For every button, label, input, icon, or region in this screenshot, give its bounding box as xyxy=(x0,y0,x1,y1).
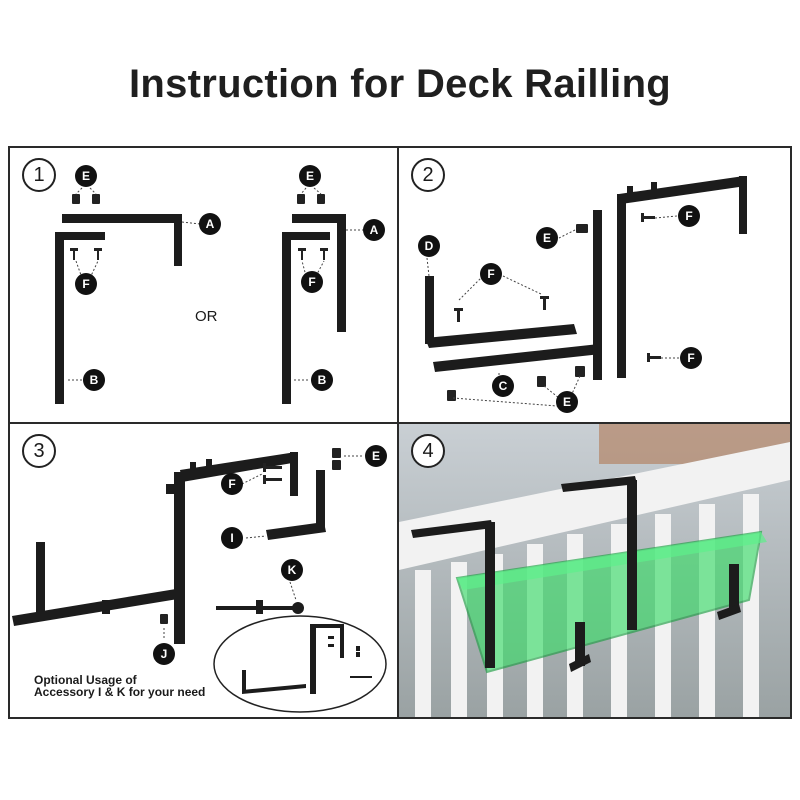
svg-text:E: E xyxy=(82,169,90,183)
svg-text:E: E xyxy=(563,395,571,409)
optional-usage-ellipse xyxy=(213,615,387,713)
label-d: D xyxy=(418,235,440,257)
step-3-illustration: F E I K J xyxy=(12,445,387,713)
optional-usage-note: Optional Usage of Accessory I & K for yo… xyxy=(34,674,205,698)
instruction-grid: 1 xyxy=(8,146,792,719)
assembled-bracket xyxy=(12,452,298,644)
label-e-bottom: E xyxy=(556,391,578,413)
bracket-c xyxy=(433,210,602,380)
label-j: J xyxy=(153,643,175,665)
step-2-panel: 2 xyxy=(399,148,790,424)
svg-text:E: E xyxy=(306,169,314,183)
optional-note-line-1: Optional Usage of xyxy=(34,673,137,687)
label-e-top: E xyxy=(536,227,558,249)
svg-text:C: C xyxy=(499,379,508,393)
step-1-panel: 1 xyxy=(10,148,399,424)
bracket-a-right xyxy=(292,214,346,332)
label-e: E xyxy=(365,445,387,467)
svg-text:J: J xyxy=(161,647,168,661)
label-a-left: A xyxy=(199,213,221,235)
svg-text:F: F xyxy=(308,275,315,289)
bracket-a-left xyxy=(62,214,182,266)
mounted-brackets xyxy=(411,476,741,672)
label-f-right: F xyxy=(301,271,323,293)
svg-text:B: B xyxy=(90,373,99,387)
label-f-left: F xyxy=(75,273,97,295)
svg-text:A: A xyxy=(206,217,215,231)
screws-f-left xyxy=(70,248,102,260)
svg-text:F: F xyxy=(487,267,494,281)
optional-note-line-2: Accessory I & K for your need xyxy=(34,685,206,699)
svg-text:A: A xyxy=(370,223,379,237)
step-number-1: 1 xyxy=(22,158,56,192)
svg-text:F: F xyxy=(685,209,692,223)
svg-text:E: E xyxy=(372,449,380,463)
screws-f xyxy=(263,463,282,484)
step-3-panel: 3 xyxy=(10,424,399,717)
nut-j xyxy=(160,614,168,624)
step-1-illustration: E F A B E F A B xyxy=(55,165,385,404)
svg-text:F: F xyxy=(687,351,694,365)
svg-text:E: E xyxy=(543,231,551,245)
step-2-illustration: D F E F F C E xyxy=(418,176,747,413)
nuts-e-left xyxy=(72,194,100,204)
label-a-right: A xyxy=(363,219,385,241)
label-i: I xyxy=(221,527,243,549)
nuts-e-right xyxy=(297,194,325,204)
nuts-e xyxy=(447,224,588,401)
bracket-b-left xyxy=(55,232,105,404)
svg-text:F: F xyxy=(82,277,89,291)
planter-box xyxy=(455,530,767,674)
step-4-panel: 4 xyxy=(399,424,790,717)
step-number-4: 4 xyxy=(411,434,445,468)
screws-f-right xyxy=(298,248,328,260)
svg-text:D: D xyxy=(425,239,434,253)
label-b-left: B xyxy=(83,369,105,391)
label-e-right: E xyxy=(299,165,321,187)
page-title: Instruction for Deck Railling xyxy=(128,62,672,106)
optional-usage-mini-bracket xyxy=(242,624,372,694)
step-number-3: 3 xyxy=(22,434,56,468)
label-f-top: F xyxy=(480,263,502,285)
label-f-right-top: F xyxy=(678,205,700,227)
svg-text:F: F xyxy=(228,477,235,491)
bracket-i xyxy=(266,470,326,540)
svg-text:B: B xyxy=(318,373,327,387)
screws-f xyxy=(454,213,661,362)
or-text: OR xyxy=(195,308,218,325)
bracket-b-right xyxy=(282,232,330,404)
label-e-left: E xyxy=(75,165,97,187)
rod-k xyxy=(216,600,304,614)
label-k: K xyxy=(281,559,303,581)
step-4-photo xyxy=(399,424,790,717)
label-b-right: B xyxy=(311,369,333,391)
bracket-d xyxy=(425,276,577,348)
step-number-2: 2 xyxy=(411,158,445,192)
svg-text:I: I xyxy=(230,531,233,545)
nuts-e xyxy=(332,448,341,470)
label-f: F xyxy=(221,473,243,495)
svg-text:K: K xyxy=(288,563,297,577)
label-f-right-bottom: F xyxy=(680,347,702,369)
bracket-a-top xyxy=(617,176,747,378)
label-c: C xyxy=(492,375,514,397)
